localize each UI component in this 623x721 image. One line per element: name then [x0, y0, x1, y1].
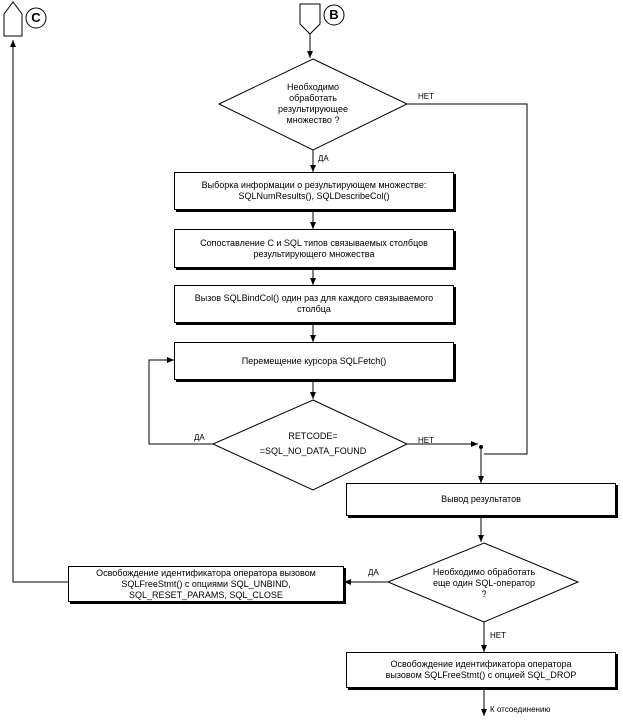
decision-process-text: Необходимо обработать результирующее мно… — [278, 82, 348, 125]
connector-c-shape — [3, 1, 23, 37]
free-stmt-unbind-box: Освобождение идентификатора оператора вы… — [68, 566, 344, 602]
output-box: Вывод результатов — [346, 483, 616, 516]
decision-retcode-text-line1: RETCODE= — [288, 430, 338, 441]
decision-retcode-text-line2: =SQL_NO_DATA_FOUND — [259, 445, 367, 456]
decision-more-text: Необходимо обработать еще один SQL-опера… — [432, 566, 536, 599]
edge-label-to-disconnect: К отсоединению — [490, 705, 551, 714]
connector-c-circle — [25, 7, 47, 29]
edge-label-no-1: НЕТ — [418, 92, 434, 101]
bind-col-box: Вызов SQLBindCol() один раз для каждого … — [174, 285, 454, 323]
move-cursor-box: Перемещение курсора SQLFetch() — [174, 342, 454, 380]
connector-c-label: C — [31, 10, 41, 25]
edge-label-yes-3: ДА — [368, 568, 379, 577]
decision-retcode-shape — [211, 399, 409, 491]
edge-free-unbind-to-c — [10, 40, 68, 583]
fetch-info-box: Выборка информации о результирующем множ… — [174, 172, 454, 210]
edge-label-no-2: НЕТ — [418, 436, 434, 445]
match-types-box: Сопоставление C и SQL типов связываемых … — [174, 229, 454, 268]
edge-label-yes-2: ДА — [194, 433, 205, 442]
connector-b-shape — [299, 3, 321, 35]
merge-point — [479, 445, 483, 449]
connector-b-circle — [323, 4, 345, 26]
edge-label-no-3: НЕТ — [490, 631, 506, 640]
edge-decision2-yes — [148, 357, 213, 445]
connector-b-label: B — [329, 7, 339, 22]
free-stmt-drop-box: Освобождение идентификатора оператора вы… — [346, 652, 616, 688]
edge-decision1-no — [407, 103, 528, 455]
edge-label-yes-1: ДА — [318, 154, 329, 163]
